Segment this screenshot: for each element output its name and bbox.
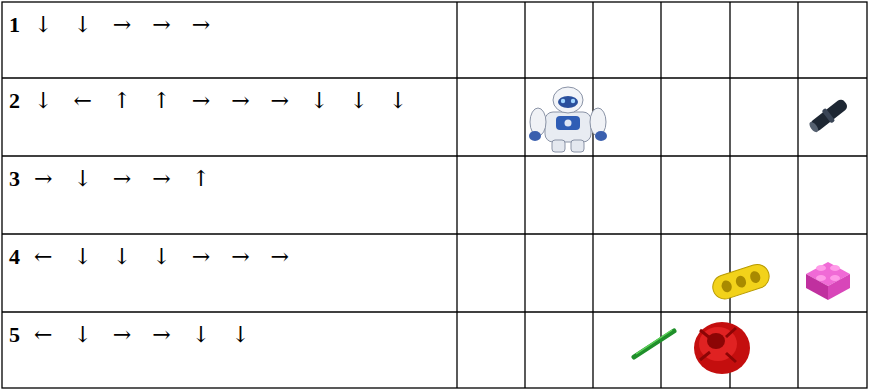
row-number: 2 (9, 90, 20, 112)
row-number: 3 (9, 168, 20, 190)
arrow-sequence: → ↓ → → ↑ (34, 168, 210, 190)
robot-icon (529, 87, 607, 152)
arrow-sequence: ← ↓ → → ↓ ↓ (34, 324, 250, 346)
row-number: 4 (9, 246, 20, 268)
row-number: 1 (9, 14, 20, 36)
green-axle-part (634, 330, 674, 357)
arrow-sequence: ↓ ↓ → → → (34, 14, 210, 36)
red-hub-part (694, 322, 750, 374)
row-number: 5 (9, 324, 20, 346)
arrow-sequence: ← ↓ ↓ ↓ → → → (34, 246, 289, 268)
arrow-sequence: ↓ ← ↑ ↑ → → → ↓ ↓ ↓ (34, 90, 407, 112)
pink-brick-part (806, 262, 850, 300)
yellow-beam-part (710, 261, 773, 302)
black-pin-part (807, 96, 851, 135)
